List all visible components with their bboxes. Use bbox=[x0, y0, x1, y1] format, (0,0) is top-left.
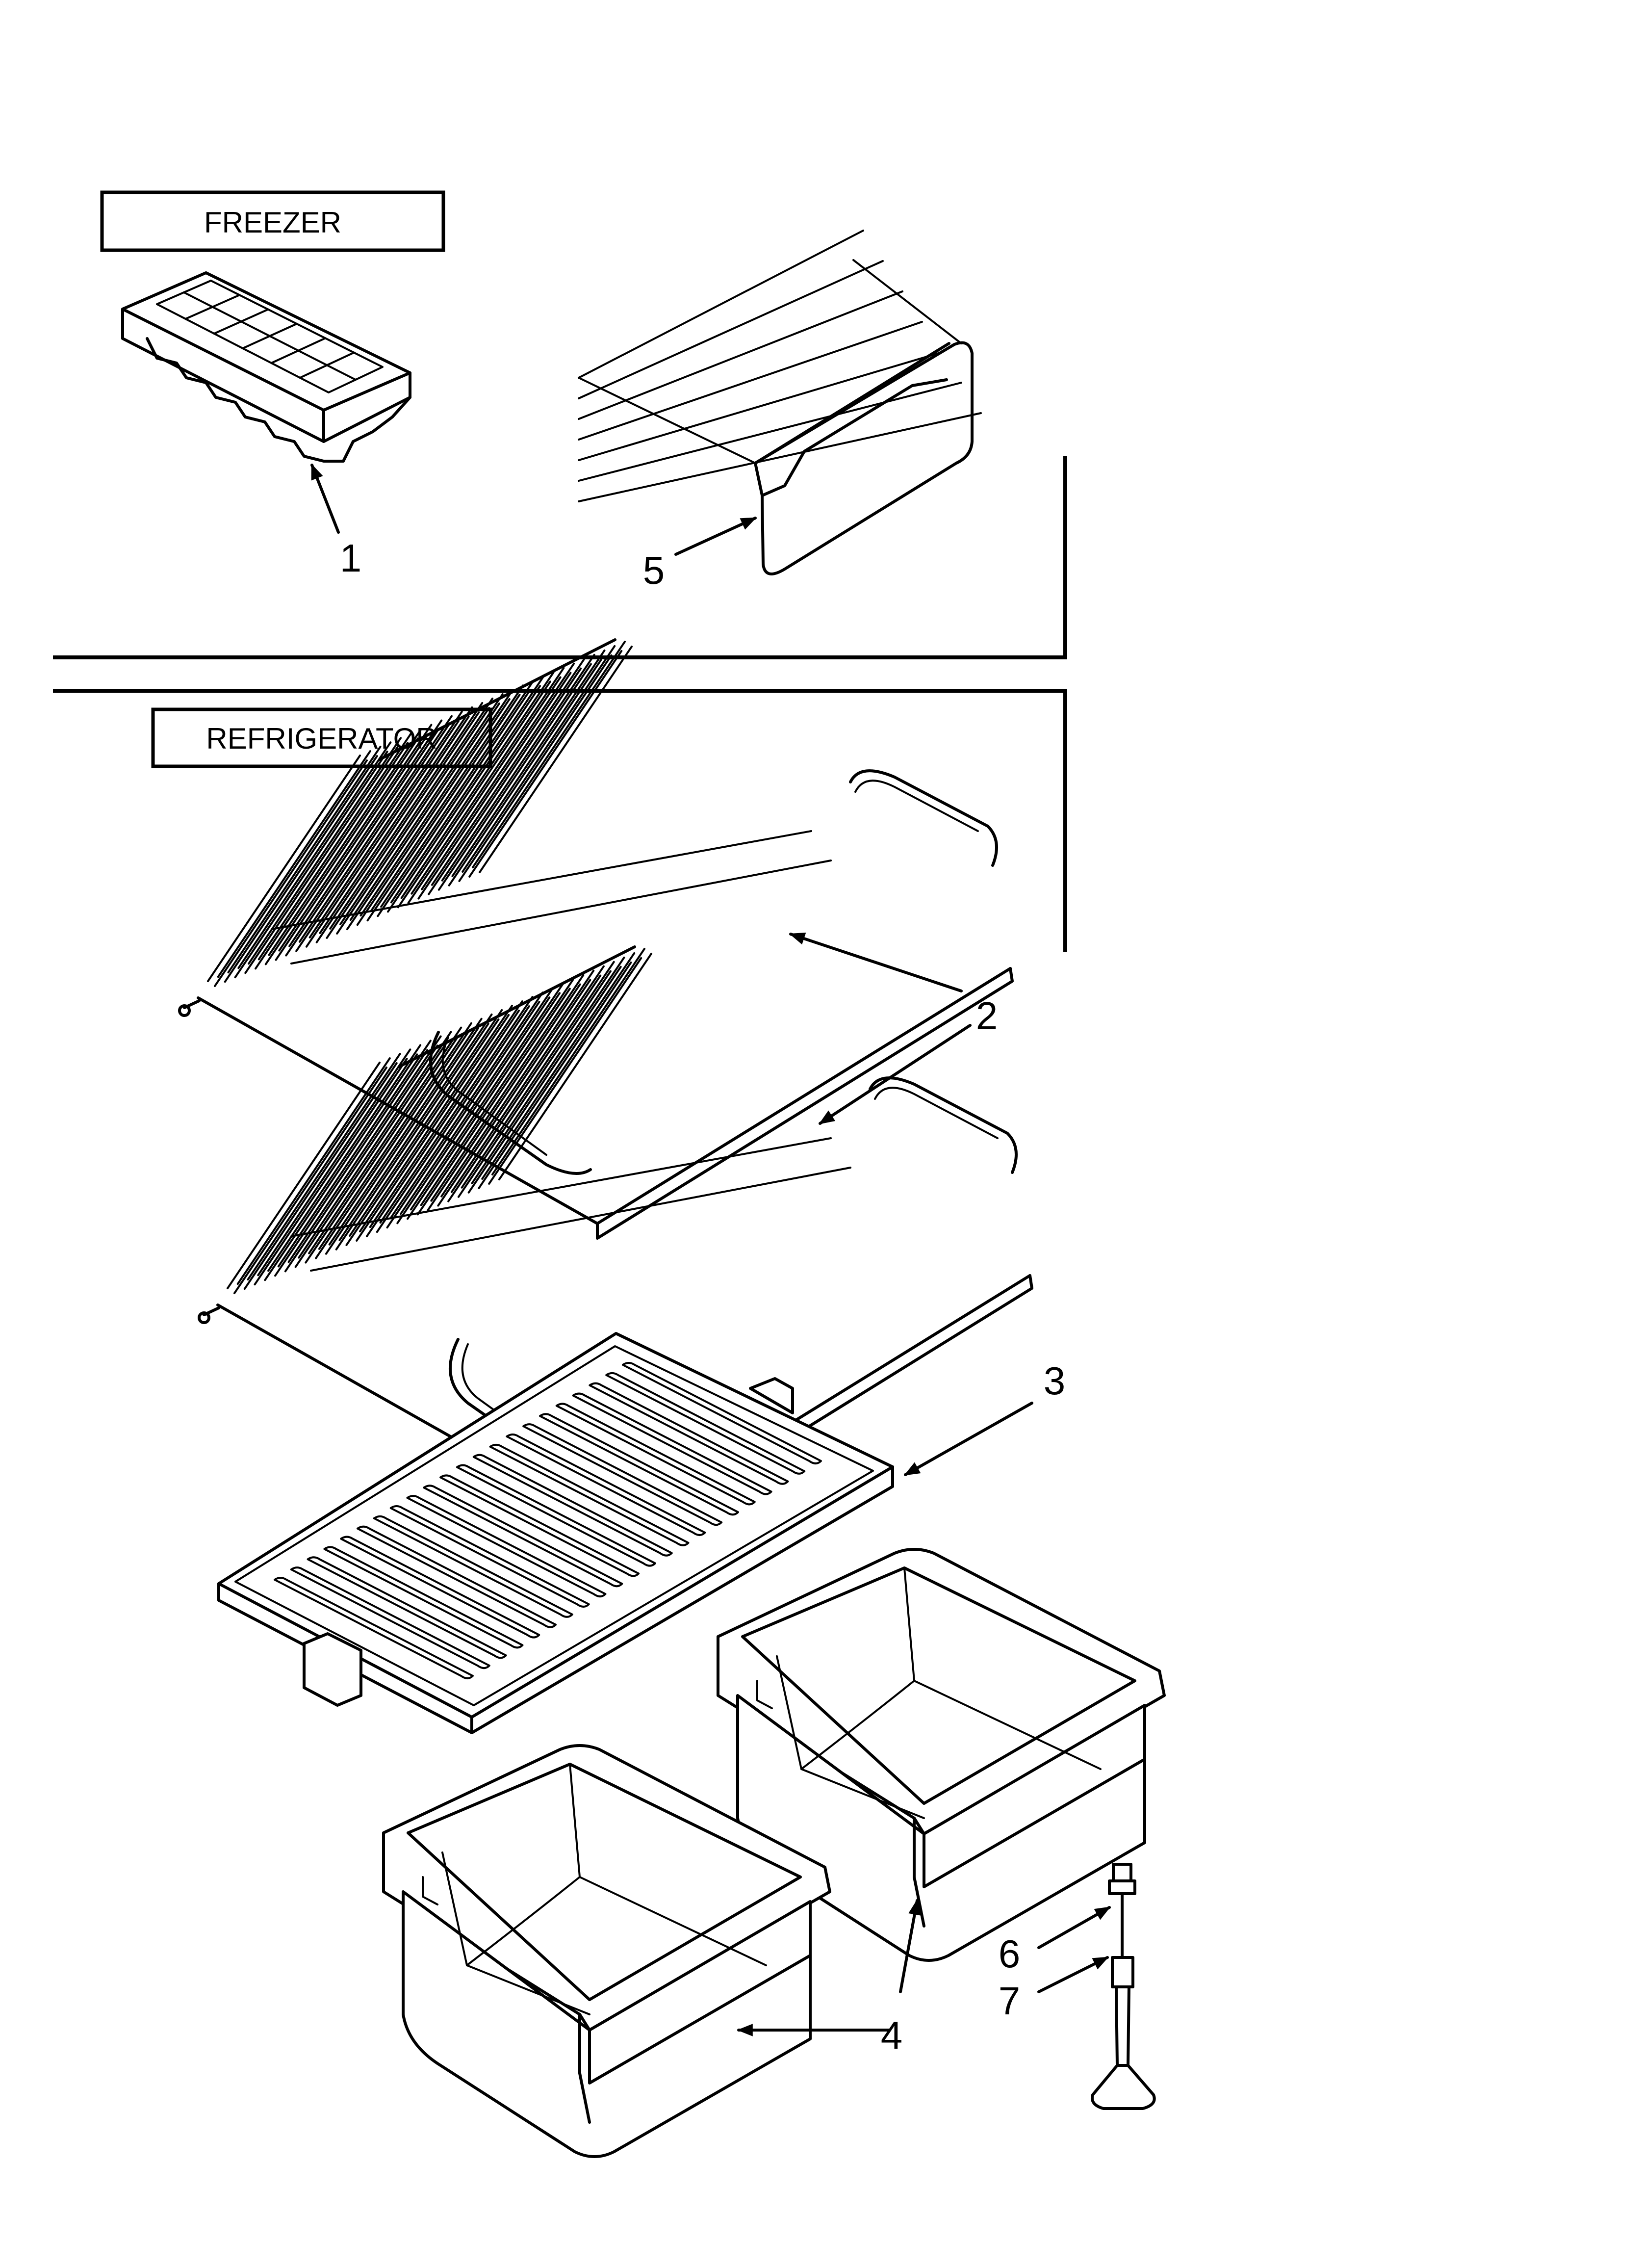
leveling-leg-part bbox=[1091, 1956, 1156, 2110]
callout-number-7: 7 bbox=[999, 1979, 1021, 2023]
callout-leader-5 bbox=[674, 517, 757, 556]
callout-number-6: 6 bbox=[999, 1932, 1021, 1976]
callout-leader-6 bbox=[1037, 1906, 1111, 1949]
callout-number-5: 5 bbox=[643, 548, 665, 592]
freezer-section-frame bbox=[53, 456, 1067, 659]
callout-leader-7 bbox=[1037, 1956, 1109, 1993]
callout-leader-4b bbox=[899, 1899, 921, 1993]
callout-leader-2a bbox=[789, 932, 963, 992]
wire-shelf-lower bbox=[198, 945, 1033, 1547]
callout-number-4: 4 bbox=[881, 2013, 903, 2057]
crisper-cover-part bbox=[217, 1332, 894, 1734]
callout-number-3: 3 bbox=[1044, 1359, 1066, 1403]
crisper-drawer-right bbox=[717, 1548, 1166, 1962]
crisper-drawer-left bbox=[382, 1744, 831, 2158]
callout-leader-3 bbox=[904, 1402, 1033, 1476]
callout-number-2: 2 bbox=[976, 994, 998, 1038]
wire-shelf-upper bbox=[178, 638, 1014, 1240]
callout-number-1: 1 bbox=[340, 536, 362, 580]
freezer-label-text: FREEZER bbox=[204, 206, 341, 239]
leveling-screw-part bbox=[1108, 1863, 1136, 1959]
freezer-shelf-part bbox=[578, 230, 982, 575]
callout-leader-2b bbox=[819, 1024, 972, 1125]
ice-tray-part bbox=[121, 271, 411, 463]
callout-leader-1 bbox=[310, 464, 340, 534]
freezer-label: FREEZER bbox=[100, 190, 445, 252]
